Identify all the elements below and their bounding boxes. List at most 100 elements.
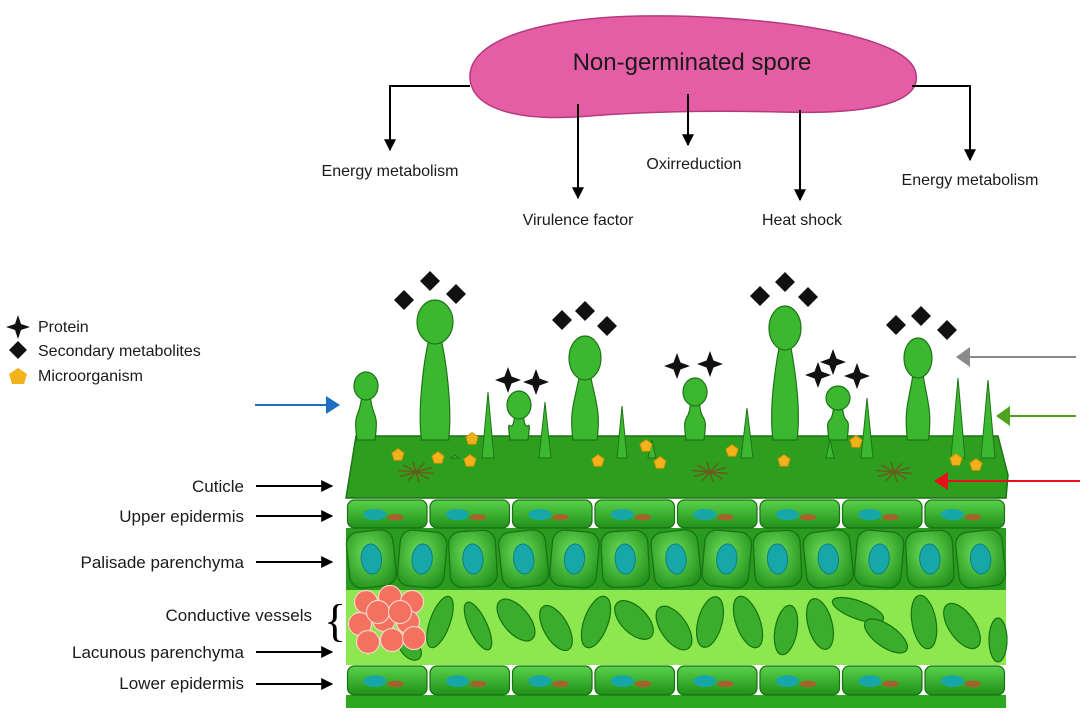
palisade-nucleus [665,543,687,575]
lower-epidermis-nucleus [363,675,387,687]
trichome-stalk [771,347,799,441]
lower-epidermis-organelle [717,680,734,688]
fungal-hypha [412,461,417,473]
spike-trichome [449,454,461,459]
spike-trichome [825,439,835,459]
fungal-hypha [877,471,895,478]
lower-epidermis-organelle [469,680,487,688]
lacunous-cell [805,598,835,650]
lacunous-cell [580,595,612,649]
upper-epidermis-nucleus [610,508,634,521]
lower-epidermis-cell [429,665,511,696]
fungal-hypha [693,471,711,478]
upper-epidermis-cell [346,499,428,529]
trichome-head [768,305,802,351]
protein-star [523,369,549,395]
lacunous-cell [426,595,454,649]
lacunous-cell [614,600,654,640]
process-arrows [384,85,976,202]
spike-trichome [481,391,495,459]
layer-label-lacunous-parenchyma: Lacunous parenchyma [72,643,245,662]
cuticle-surface [345,435,1009,499]
secondary-metabolite-diamond [750,286,770,306]
palisade-parenchyma [345,529,1007,589]
microorganism-pentagon [639,439,653,452]
legend-label-secondary-metabolites: Secondary metabolites [38,343,201,360]
secondary-metabolite-diamond [575,301,595,321]
lower-epidermis-cell [346,665,428,696]
spike-trichome [740,407,754,459]
fungal-hypha [706,461,711,473]
secondary-metabolite-diamond [798,287,818,307]
trichome-head [825,385,851,411]
trichome-head [568,335,602,381]
protein-star [805,362,831,388]
lacunous-cell [732,595,764,649]
fungal-hypha [709,466,727,473]
lacunous-cell [910,594,938,650]
spore-blob [469,15,918,119]
fungal-hypha [880,464,895,473]
surface-compounds [394,271,957,395]
process-label-oxirreduction: Oxirreduction [646,156,741,173]
microorganism-pentagon [653,456,667,469]
fungal-hypha [701,471,711,482]
red-pointer-head [934,472,948,490]
secondary-metabolite-diamond [775,272,795,292]
microorganisms [391,432,983,471]
fungal-hypha [709,471,714,483]
lower-epidermis-cell [759,665,841,696]
lacunous-cell [988,617,1008,663]
secondary-metabolite-diamond [446,284,466,304]
lacunous-cell [496,598,536,642]
fungal-hypha [399,471,417,478]
layer-labels: Cuticle Upper epidermis Palisade parench… [72,477,346,693]
fungal-hypha [893,471,912,475]
fungal-hypha [709,471,728,475]
upper-epidermis-cell [594,499,676,529]
lower-epidermis-cell [594,665,676,696]
microorganism-pentagon [463,454,477,467]
secondary-metabolite-diamond [597,316,617,336]
layer-label-conductive-vessels: Conductive vessels [166,606,312,625]
trichome-stalk [355,397,377,441]
layer-label-lower-epidermis: Lower epidermis [119,674,244,693]
lower-epidermis-organelle [387,680,404,688]
microorganism-pentagon [591,454,605,467]
fungal-hypha [885,471,895,482]
blue-pointer-head [326,396,340,414]
fungal-hypha [709,462,719,473]
vessel-cell [387,599,413,625]
palisade-nucleus [716,543,738,575]
upper-epidermis-organelle [552,514,569,521]
process-label-energy-left: Energy metabolism [322,163,459,180]
secondary-metabolite-diamond [552,310,572,330]
upper-epidermis-nucleus [775,508,799,521]
lower-epidermis-organelle [964,680,982,688]
upper-epidermis-nucleus [445,508,469,521]
trichome-spikes [449,377,996,459]
trichome-stalk [684,403,706,441]
spike-trichome [950,377,966,459]
lower-epidermis-nucleus [940,675,964,687]
upper-epidermis-organelle [964,514,982,521]
microorganism-pentagon [465,432,479,445]
palisade-nucleus [868,543,890,575]
upper-epidermis-organelle [799,514,817,521]
palisade-nucleus [360,543,383,575]
upper-epidermis-cell [429,499,511,529]
palisade-nucleus [969,543,992,575]
lower-epidermis-cell [841,665,923,696]
palisade-nucleus [563,543,586,575]
upper-epidermis-organelle [387,514,404,521]
layer-label-upper-epidermis: Upper epidermis [119,507,244,526]
fungal-hypha [876,469,895,473]
upper-epidermis-nucleus [363,508,387,521]
process-label-virulence: Virulence factor [523,212,635,229]
leaf-cross-section [345,271,1009,708]
upper-epidermis-nucleus [528,508,552,521]
upper-epidermis-organelle [469,514,487,521]
upper-epidermis-organelle [634,514,652,521]
fungal-hypha [709,471,724,480]
trichome-stalk [827,407,849,441]
